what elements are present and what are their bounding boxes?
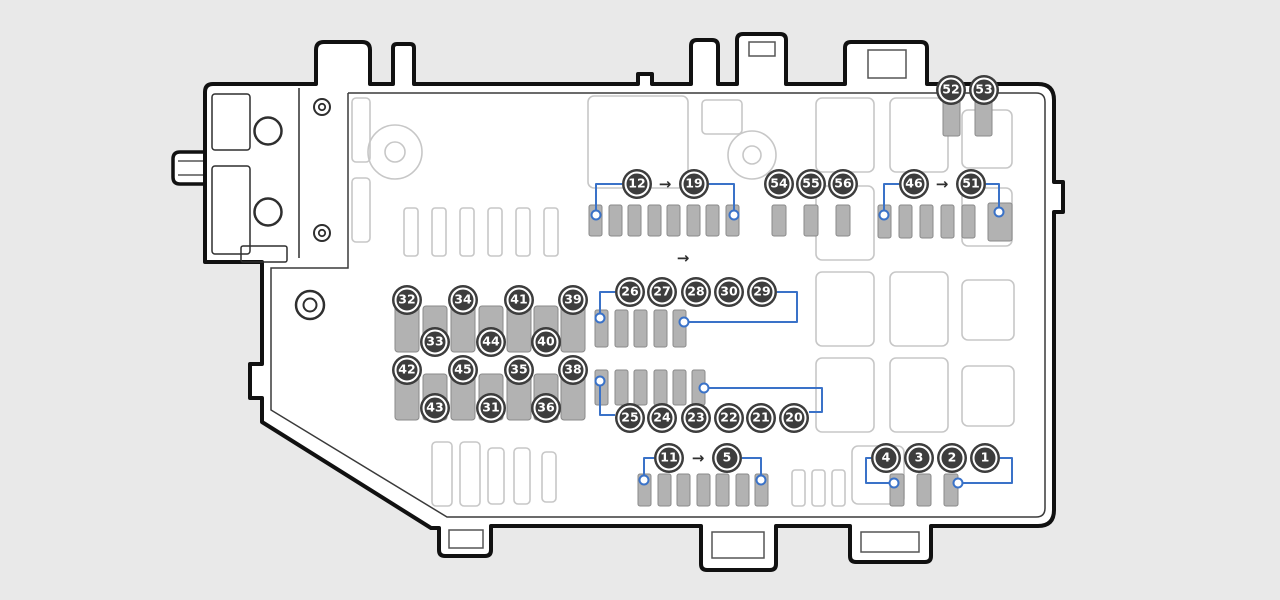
fuse-badge-4: 4 (873, 445, 899, 471)
fuse-badge-40: 40 (533, 329, 559, 355)
fuse-badge-25: 25 (617, 405, 643, 431)
bracket-details (211, 88, 331, 321)
fuse-badge-27: 27 (649, 279, 675, 305)
fuse-badge-52: 52 (938, 77, 964, 103)
fuse-badge-34: 34 (450, 287, 476, 313)
fuse-badge-20: 20 (781, 405, 807, 431)
fuse-badge-3: 3 (906, 445, 932, 471)
fuse-badge-5: 5 (714, 445, 740, 471)
fuse-badge-30: 30 (716, 279, 742, 305)
fuse-badge-11: 11 (656, 445, 682, 471)
fuse-badge-21: 21 (748, 405, 774, 431)
range-arrow-icon: → (935, 175, 949, 193)
fuse-badge-42: 42 (394, 357, 420, 383)
fuse-badge-45: 45 (450, 357, 476, 383)
fuse-badge-26: 26 (617, 279, 643, 305)
fuse-badge-28: 28 (683, 279, 709, 305)
fuse-badge-51: 51 (958, 171, 984, 197)
fuse-badge-38: 38 (560, 357, 586, 383)
fuse-badge-44: 44 (478, 329, 504, 355)
fuse-badge-46: 46 (901, 171, 927, 197)
fuse-badge-29: 29 (749, 279, 775, 305)
fuse-badge-19: 19 (681, 171, 707, 197)
fuse-badge-2: 2 (939, 445, 965, 471)
fuse-badge-36: 36 (533, 395, 559, 421)
fuse-badge-31: 31 (478, 395, 504, 421)
range-arrow-icon: → (676, 249, 690, 267)
tab-details (448, 41, 920, 559)
fuse-badge-12: 12 (624, 171, 650, 197)
fuse-badge-55: 55 (798, 171, 824, 197)
fuse-badge-33: 33 (422, 329, 448, 355)
fuse-badge-56: 56 (830, 171, 856, 197)
range-arrow-icon: → (658, 175, 672, 193)
fuse-badge-32: 32 (394, 287, 420, 313)
inner-wall (270, 92, 1046, 518)
pointer-markers (590, 206, 1005, 489)
pointer-lines (595, 183, 1013, 484)
fuse-badge-22: 22 (716, 405, 742, 431)
fuse-badge-41: 41 (506, 287, 532, 313)
fuse-badge-24: 24 (649, 405, 675, 431)
fuse-badge-35: 35 (506, 357, 532, 383)
range-arrow-icon: → (691, 449, 705, 467)
fuse-badge-1: 1 (972, 445, 998, 471)
fuse-badge-53: 53 (971, 77, 997, 103)
fuse-badge-54: 54 (766, 171, 792, 197)
fuse-badge-39: 39 (560, 287, 586, 313)
fuse-badge-43: 43 (422, 395, 448, 421)
fuse-badge-23: 23 (683, 405, 709, 431)
